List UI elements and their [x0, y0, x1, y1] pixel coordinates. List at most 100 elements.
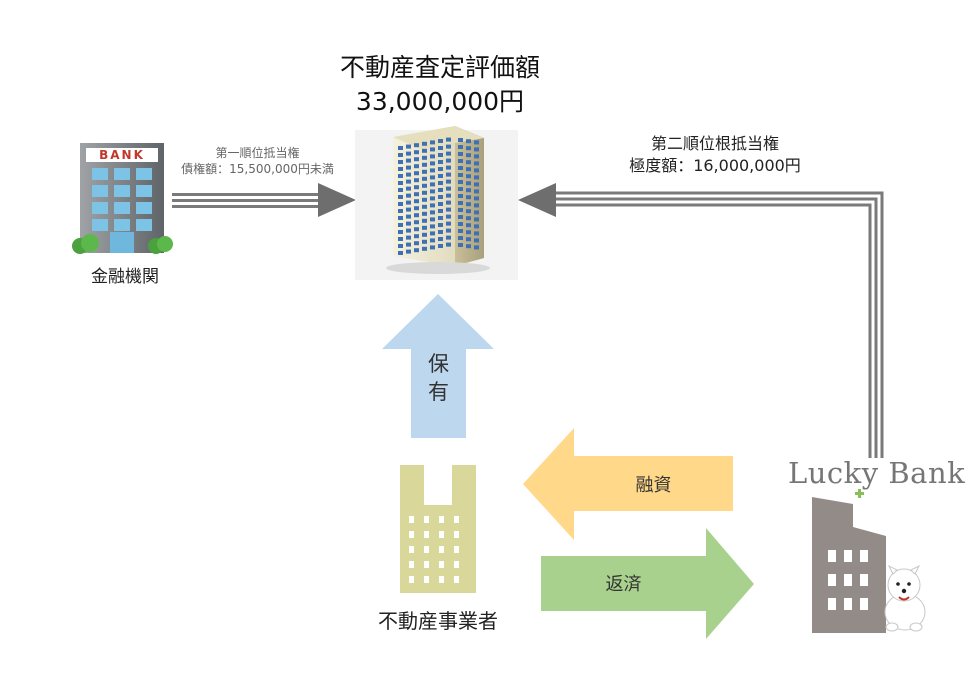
window [438, 146, 443, 150]
window [474, 231, 479, 236]
window [430, 231, 435, 236]
window [430, 245, 435, 250]
first-lien-amount: 債権額：15,500,000円未満 [181, 162, 334, 176]
window [136, 219, 152, 231]
window [446, 235, 451, 240]
window [422, 204, 427, 209]
window [430, 224, 435, 229]
window [474, 238, 479, 243]
window [92, 202, 108, 214]
window [446, 186, 451, 191]
repayment-arrow [541, 528, 754, 639]
window [406, 228, 411, 233]
window [466, 223, 471, 228]
window [430, 175, 435, 180]
window [438, 223, 443, 227]
window [860, 550, 868, 562]
window [136, 168, 152, 180]
window [474, 217, 479, 222]
window [424, 531, 429, 538]
window [466, 167, 471, 172]
window [398, 251, 403, 255]
lucky-bank-building-illustration [812, 489, 886, 633]
window [406, 144, 411, 149]
window [458, 243, 463, 247]
first-lien-rank: 第一順位抵当権 [215, 146, 300, 160]
window [466, 188, 471, 193]
window [430, 147, 435, 152]
window [446, 172, 451, 177]
dog-mascot-icon [884, 564, 926, 632]
window [422, 190, 427, 195]
window [474, 210, 479, 215]
window [466, 230, 471, 235]
window [422, 169, 427, 174]
window [446, 221, 451, 226]
window [422, 197, 427, 202]
window [406, 242, 411, 247]
window [414, 227, 419, 232]
window [92, 219, 108, 231]
window [446, 179, 451, 184]
window [458, 222, 463, 226]
second-lien-arrowhead [518, 183, 556, 217]
window [406, 200, 411, 205]
lucky-bank-logo: Lucky Bank [788, 456, 966, 490]
window [406, 172, 411, 177]
window [422, 155, 427, 160]
window [414, 164, 419, 169]
window [136, 185, 152, 197]
window [430, 182, 435, 187]
window [422, 148, 427, 153]
window [446, 200, 451, 205]
window [406, 249, 411, 254]
window [446, 193, 451, 198]
window [439, 531, 444, 538]
window [454, 531, 459, 538]
bank-building-illustration [72, 143, 173, 254]
window [474, 140, 479, 145]
window [454, 516, 459, 523]
window [466, 181, 471, 186]
window [136, 202, 152, 214]
window [414, 150, 419, 155]
window [398, 202, 403, 206]
second-lien-rank: 第二順位根抵当権 [650, 134, 779, 153]
window [446, 228, 451, 233]
window [466, 237, 471, 242]
window [438, 167, 443, 171]
window [409, 516, 414, 523]
window [398, 244, 403, 248]
window [438, 181, 443, 185]
window [414, 192, 419, 197]
window [844, 550, 852, 562]
window [422, 162, 427, 167]
window [446, 165, 451, 170]
window [466, 244, 471, 249]
window [458, 215, 463, 219]
appraisal-title: 不動産査定評価額 [339, 53, 540, 82]
window [114, 219, 130, 231]
window [398, 216, 403, 220]
window [430, 161, 435, 166]
window [438, 160, 443, 164]
window [430, 154, 435, 159]
window [422, 211, 427, 216]
window [424, 561, 429, 568]
window [446, 151, 451, 156]
window [406, 158, 411, 163]
window [466, 195, 471, 200]
window [398, 209, 403, 213]
window [438, 230, 443, 234]
first-lien-arrow [172, 183, 356, 217]
window [422, 141, 427, 146]
window [474, 224, 479, 229]
window [422, 225, 427, 230]
window [466, 202, 471, 207]
window [474, 147, 479, 152]
window [414, 185, 419, 190]
window [474, 168, 479, 173]
window [458, 187, 463, 191]
window [458, 201, 463, 205]
